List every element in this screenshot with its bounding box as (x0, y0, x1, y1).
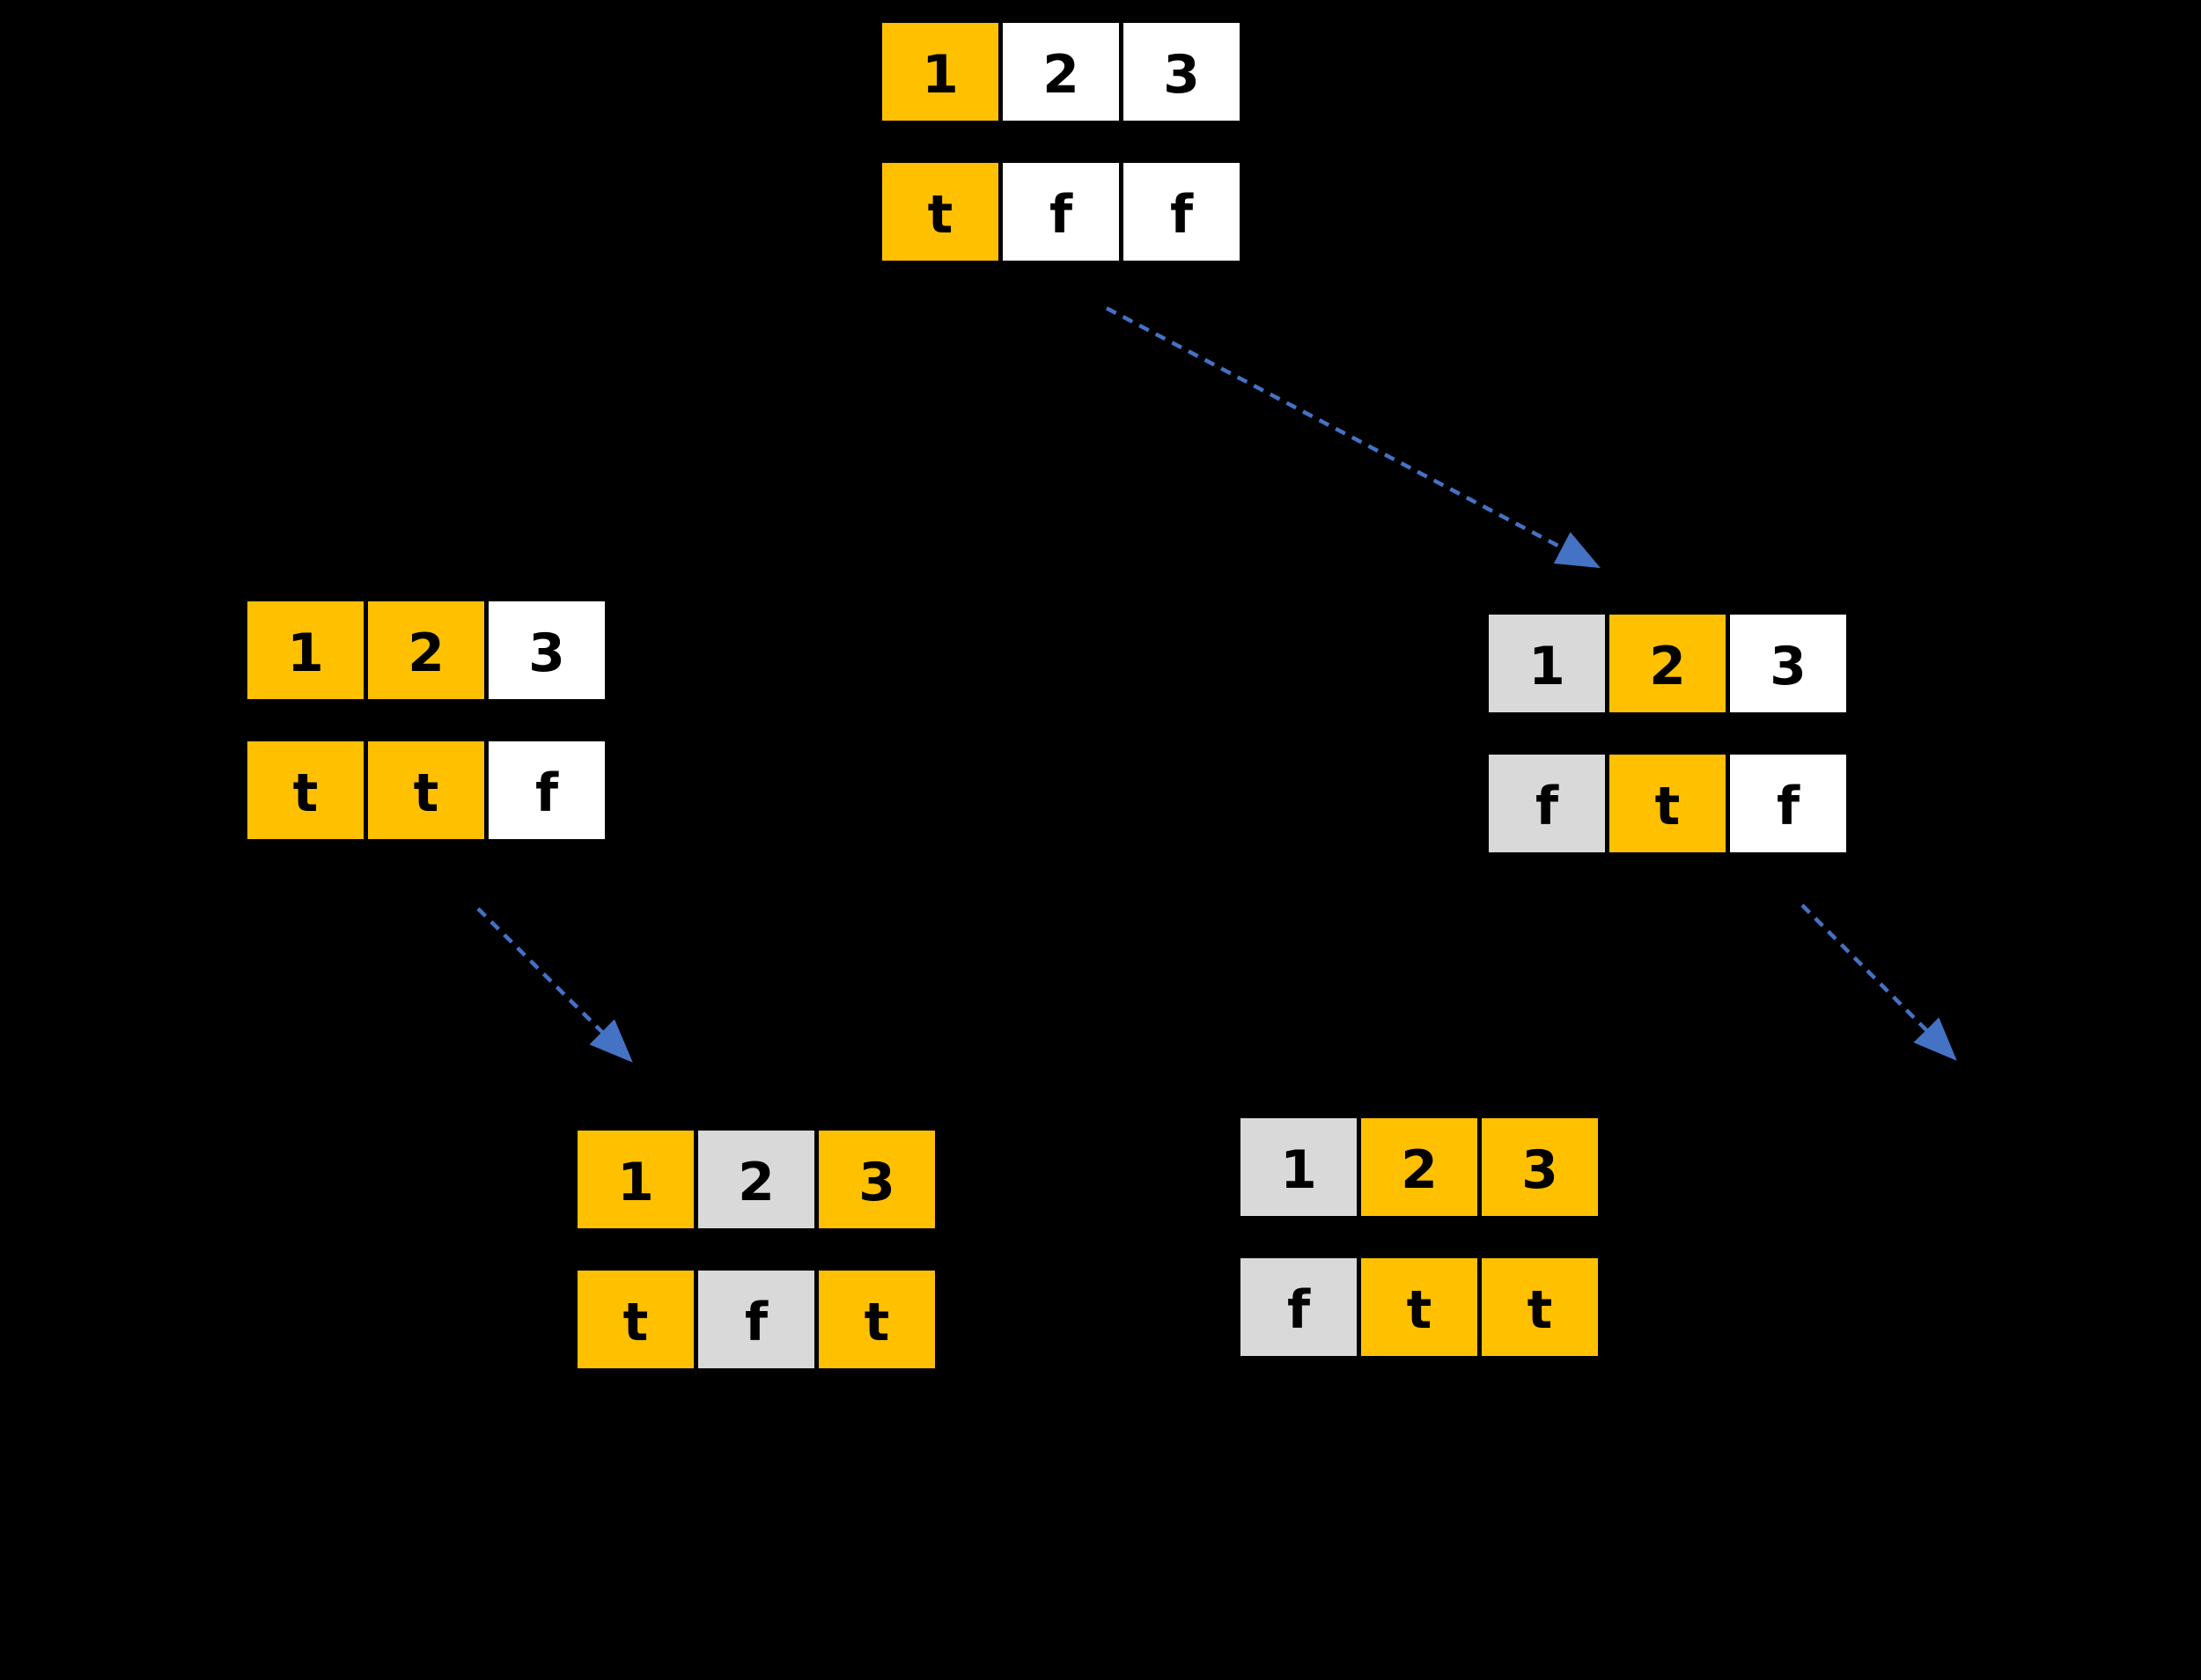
state-bottom-left-cell-used-3: t (819, 1271, 935, 1368)
state-bottom-middle-cell-values-1: 1 (1240, 1118, 1357, 1216)
state-mid-right-cell-values-1: 1 (1489, 615, 1605, 712)
state-root-cell-values-3: 3 (1123, 23, 1240, 121)
state-bottom-left-cell-values-2: 2 (698, 1131, 814, 1228)
state-mid-right-cell-values-2: 2 (1609, 615, 1726, 712)
state-mid-left-cell-used-2: t (368, 741, 484, 839)
state-bottom-left-cell-values-1: 1 (578, 1131, 694, 1228)
state-bottom-left-cell-values-3: 3 (819, 1131, 935, 1228)
state-mid-left-cell-values-1: 1 (247, 601, 364, 699)
state-mid-right-cell-values-3: 3 (1730, 615, 1846, 712)
state-root-cell-values-2: 2 (1003, 23, 1119, 121)
arrow-mid-left-to-bottom-left (476, 907, 633, 1063)
state-bottom-middle-cell-used-2: t (1361, 1258, 1477, 1356)
state-bottom-middle-cell-values-3: 3 (1482, 1118, 1598, 1216)
state-mid-left-cell-used-3: f (489, 741, 605, 839)
state-root-cell-used-2: f (1003, 163, 1119, 261)
state-mid-left-cell-values-3: 3 (489, 601, 605, 699)
state-bottom-middle-cell-used-1: f (1240, 1258, 1357, 1356)
state-mid-right-cell-used-1: f (1489, 755, 1605, 852)
state-bottom-middle-cell-values-2: 2 (1361, 1118, 1477, 1216)
state-mid-left-cell-used-1: t (247, 741, 364, 839)
state-mid-left-cell-values-2: 2 (368, 601, 484, 699)
state-bottom-left-cell-used-1: t (578, 1271, 694, 1368)
arrow-mid-right-to-bottom-right (1800, 903, 1957, 1061)
state-root-cell-used-3: f (1123, 163, 1240, 261)
state-bottom-middle-cell-used-3: t (1482, 1258, 1598, 1356)
state-root-cell-values-1: 1 (882, 23, 998, 121)
state-mid-right-cell-used-2: t (1609, 755, 1726, 852)
state-mid-right-cell-used-3: f (1730, 755, 1846, 852)
state-bottom-left-cell-used-2: f (698, 1271, 814, 1368)
arrow-root-to-mid-right (1105, 306, 1601, 569)
state-root-cell-used-1: t (882, 163, 998, 261)
